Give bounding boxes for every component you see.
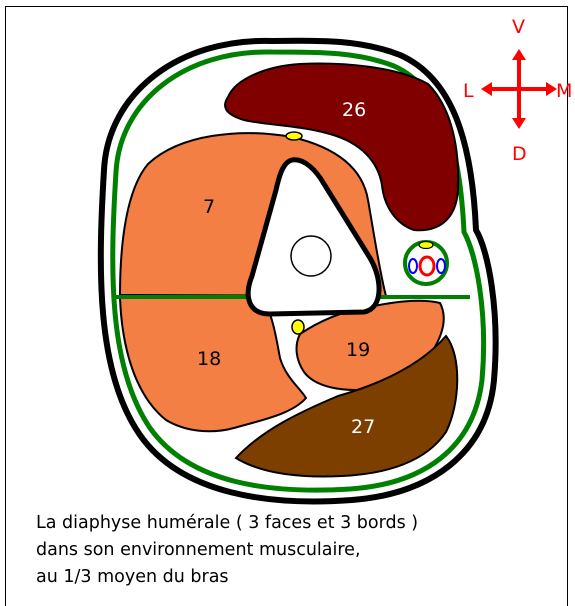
label-26: 26 — [342, 99, 366, 121]
compass-label-lateral: L — [463, 80, 474, 102]
compass-label-ventral: V — [512, 16, 525, 38]
brachial-vein-lateral — [409, 259, 417, 273]
compass-label-medial: M — [556, 80, 572, 102]
caption-line-2: dans son environnement musculaire, — [36, 539, 361, 561]
nerve-posterior — [292, 320, 304, 334]
nerve-anterior — [286, 132, 302, 140]
label-19: 19 — [346, 339, 370, 361]
label-7: 7 — [203, 196, 215, 218]
caption-line-1: La diaphyse humérale ( 3 faces et 3 bord… — [36, 512, 418, 534]
compass-arrowhead-left — [481, 82, 492, 96]
caption-line-3: au 1/3 moyen du bras — [36, 566, 229, 588]
compass-arrowhead-up — [512, 49, 526, 60]
compass-label-dorsal: D — [512, 143, 527, 165]
label-18: 18 — [197, 348, 221, 370]
orientation-compass: V L M D — [463, 16, 572, 165]
label-27: 27 — [351, 416, 375, 438]
brachial-vein-medial — [437, 259, 445, 273]
compass-arrowhead-down — [512, 118, 526, 129]
medullary-canal — [291, 236, 331, 276]
brachial-artery — [420, 257, 434, 275]
median-nerve — [419, 242, 433, 249]
